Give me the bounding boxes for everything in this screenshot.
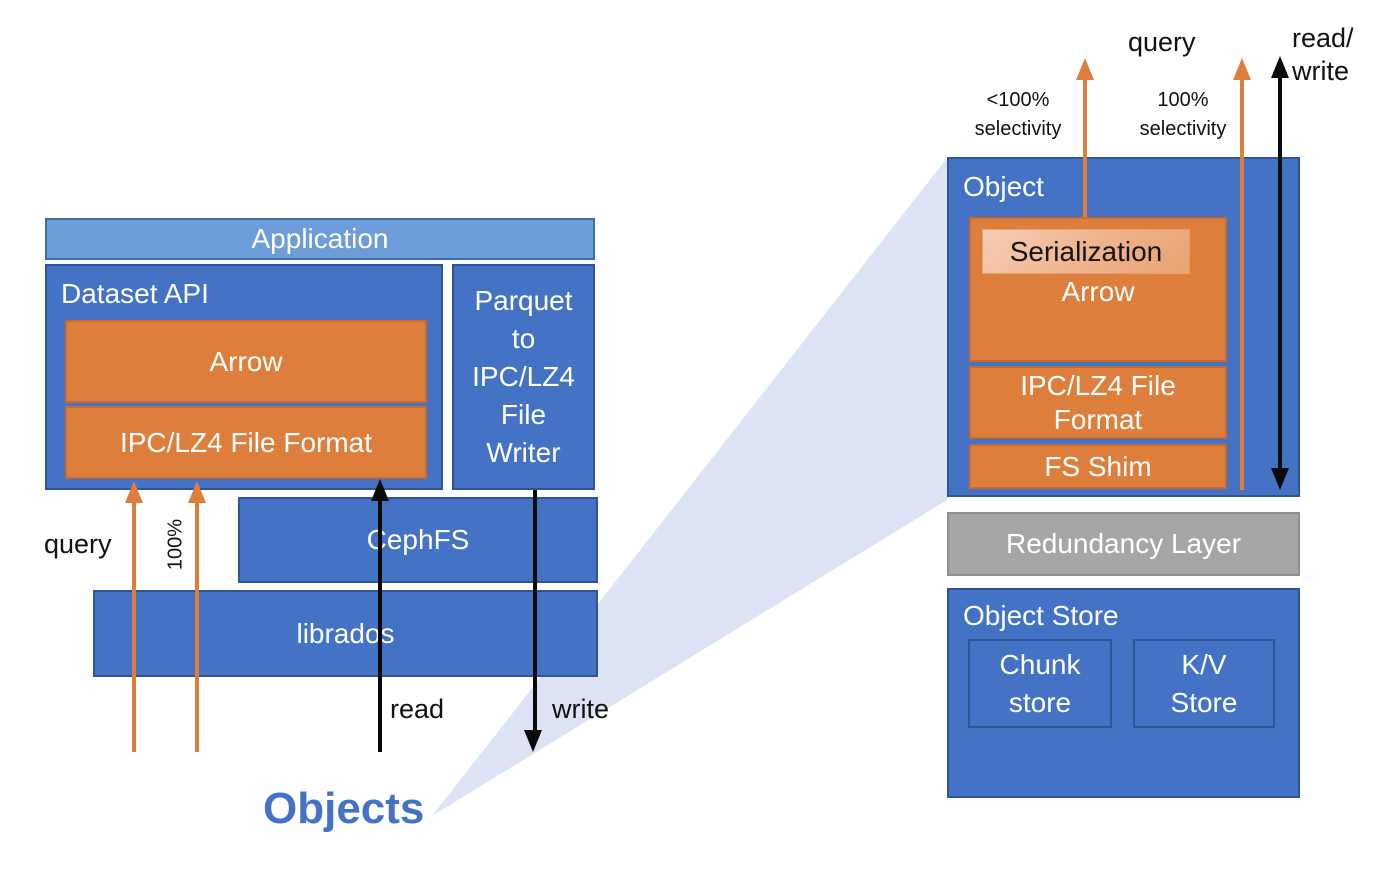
fs-shim-label: FS Shim (1044, 450, 1152, 482)
query-label-right: query (1128, 27, 1196, 57)
pct-label: 100% (164, 518, 187, 571)
redundancy-layer-box: Redundancy Layer (947, 512, 1300, 576)
arrow-sublabel: Arrow (1061, 276, 1135, 307)
query-label: query (44, 529, 112, 559)
full-selectivity-arrow-left-head-icon (188, 481, 206, 503)
ipc-lz4-box-label: IPC/LZ4 File Format (119, 426, 373, 458)
read-arrow-head-icon (371, 479, 389, 501)
fs-shim-box: FS Shim (969, 444, 1227, 489)
dataset-api-label: Dataset API (61, 278, 209, 309)
object-store-label: Object Store (963, 600, 1119, 631)
parquet-writer-label: Parquet to IPC/LZ4 File Writer (472, 285, 575, 468)
serialization-label: Serialization (1009, 235, 1163, 267)
kv-store-label: K/V Store (1170, 648, 1238, 718)
chunk-store-box: Chunk store (968, 639, 1112, 728)
write-label: write (552, 694, 610, 724)
lt-selectivity-arrow-head-icon (1076, 58, 1094, 80)
read-label: read (390, 694, 445, 724)
chunk-store-label: Chunk store (999, 648, 1081, 718)
kv-store-box: K/V Store (1133, 639, 1275, 728)
full-selectivity-label: 100% selectivity (1139, 89, 1227, 140)
arrow-box-label: Arrow (209, 345, 283, 377)
serialization-box: Serialization (982, 229, 1190, 274)
write-arrow-head-icon (524, 730, 542, 752)
query-arrow-head-icon (125, 481, 143, 503)
readwrite-label: read/ write (1292, 23, 1354, 86)
application-box: Application (45, 218, 595, 260)
lt-selectivity-label: <100% selectivity (974, 89, 1062, 140)
cephfs-box: CephFS (238, 497, 598, 583)
redundancy-layer-label: Redundancy Layer (1005, 528, 1242, 559)
application-label: Application (251, 223, 389, 254)
ipc-lz4-right-box: IPC/LZ4 File Format (969, 366, 1227, 439)
objects-label: Objects (263, 784, 425, 833)
object-label: Object (963, 171, 1044, 202)
cephfs-label: CephFS (366, 524, 470, 555)
librados-box: librados (93, 590, 598, 677)
parquet-writer-box: Parquet to IPC/LZ4 File Writer (452, 264, 595, 490)
arrow-box: Arrow (65, 320, 427, 403)
ipc-lz4-right-label: IPC/LZ4 File Format (1020, 369, 1176, 435)
full-selectivity-arrow-head-icon (1233, 58, 1251, 80)
readwrite-arrow-up-head-icon (1271, 56, 1289, 78)
readwrite-arrow-down-head-icon (1271, 468, 1289, 490)
ipc-lz4-box: IPC/LZ4 File Format (65, 406, 427, 479)
